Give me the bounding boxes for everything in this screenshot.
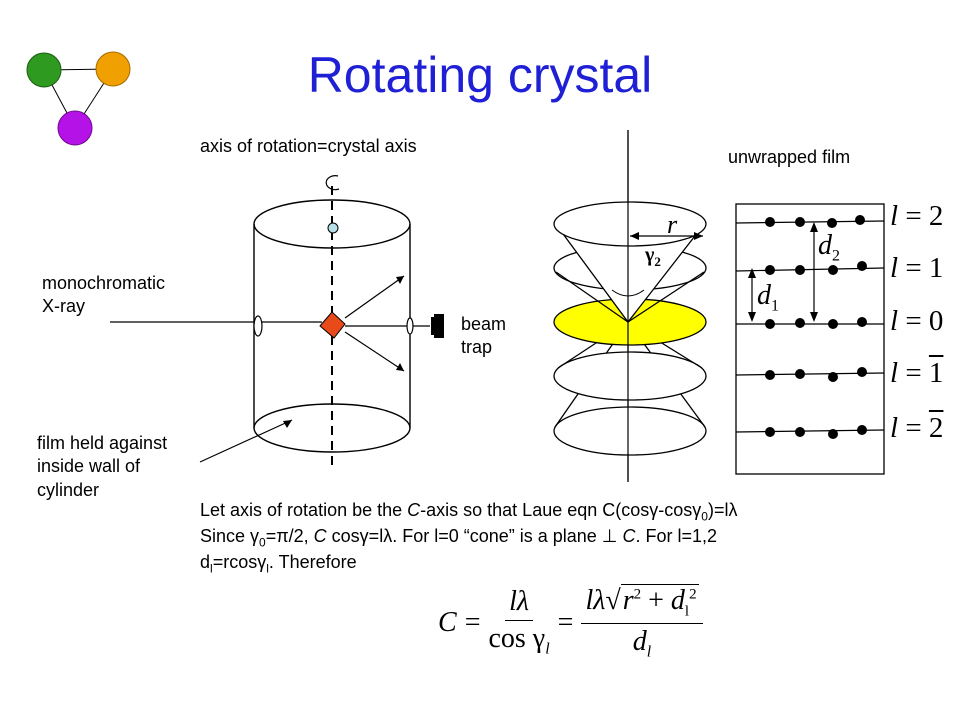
explanation-text: Let axis of rotation be the C-axis so th… (200, 499, 940, 578)
monochromatic-label: monochromatic X-ray (42, 272, 165, 319)
layer-label-l-neg1: l = 1 (890, 357, 944, 389)
d1-label: d1 (757, 280, 779, 315)
text-line-1: Let axis of rotation be the C-axis so th… (200, 500, 738, 524)
mono-line-1: monochromatic (42, 273, 166, 293)
crystal (319, 311, 346, 339)
beam-trap-label: beam trap (461, 313, 506, 360)
axis-label: axis of rotation=crystal axis (200, 136, 417, 156)
diffracted-ray-up (344, 275, 405, 319)
fraction-2: lλ√r2 + dl2 dl (581, 584, 703, 661)
fraction-1: lλ cos γl (488, 586, 550, 658)
beam-line-1: beam (461, 314, 507, 334)
axis-marker (327, 222, 339, 234)
layer-label-l-neg2: l = 2 (890, 412, 944, 444)
unwrapped-film-label: unwrapped film (728, 147, 851, 167)
r-label: r (667, 210, 678, 239)
diffracted-ray-down (344, 331, 405, 372)
layer-label-l2: l = 2 (890, 200, 944, 232)
text-line-2: Since γ0=π/2, C cosγ=lλ. For l=0 “cone” … (200, 526, 718, 550)
film-line-3: cylinder (37, 479, 100, 500)
layer-label-l0: l = 0 (890, 305, 944, 337)
text-line-3: dl=rcosγl. Therefore (200, 552, 357, 576)
film-pointer-line (199, 419, 293, 463)
beam-trap (434, 314, 444, 338)
diffraction-cones (553, 201, 707, 456)
slide-title: Rotating crystal (307, 47, 653, 103)
molecule-logo-icon (26, 51, 131, 146)
layer-label-l1: l = 1 (890, 252, 944, 284)
beam-line-2: trap (461, 337, 493, 358)
d2-label: d2 (818, 230, 840, 265)
gamma2-label: γ2 (645, 244, 661, 269)
formula: C = lλ cos γl = lλ√r2 + dl2 dl (438, 584, 703, 661)
film-line-1: film held against (37, 433, 168, 453)
film-label: film held against inside wall of cylinde… (37, 432, 167, 502)
rotation-arrow-icon (325, 175, 340, 191)
diffraction-spots (765, 215, 867, 439)
film-line-2: inside wall of (37, 456, 141, 477)
unwrapped-film (735, 203, 885, 475)
mono-line-2: X-ray (42, 296, 86, 317)
